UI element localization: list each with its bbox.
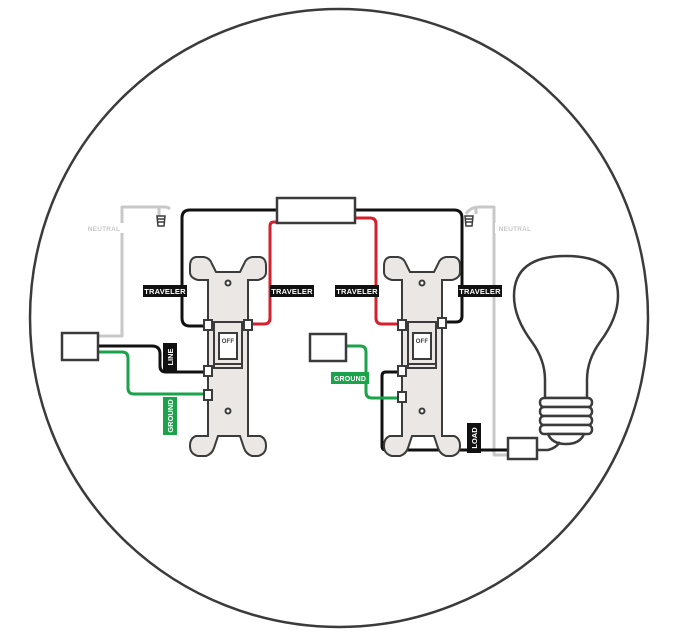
switch-right-screw-tl [397,319,407,331]
neutral-right-tag: NEUTRAL [495,223,535,233]
switch-left-off-label: OFF [222,339,235,345]
bulb-base-ring-1 [538,396,594,409]
bulb-base-tip [546,432,586,446]
switch-right [382,256,462,457]
bulb-base-ring-2 [538,405,594,418]
traveler-tag-3: TRAVELER [335,285,379,297]
ground-left-label: GROUND [166,399,175,433]
switch-left [188,256,268,457]
switch-left-screw-tl [203,319,213,331]
traveler-label-4: TRAVELER [459,287,501,296]
traveler-label-1: TRAVELER [144,287,186,296]
switch-left-toggle [218,332,238,360]
switch-right-screw-bl [397,365,407,377]
switch-right-off-label: OFF [416,339,429,345]
wire-nut-left [156,215,166,227]
traveler-label-3: TRAVELER [336,287,378,296]
switch-left-mount-screw-top [224,279,232,287]
wire-nut-right [464,215,474,227]
traveler-tag-4: TRAVELER [458,285,502,297]
traveler-red-wires [248,216,400,326]
traveler-tag-2: TRAVELER [270,285,314,297]
switch-left-screw-bl [203,365,213,377]
line-tag: LINE [163,343,177,371]
switch-right-toggle [412,332,432,360]
bulb-base-ring-3 [538,414,594,427]
load-label: LOAD [470,427,479,449]
diagram-boundary-circle [28,7,650,629]
ground-right-tag: GROUND [331,372,369,384]
switch-left-screw-tr [243,319,253,331]
load-tag: LOAD [467,423,481,453]
switch-right-mount-screw-bottom [418,407,426,415]
bulb-to-load-wire [537,441,562,452]
neutral-left-label: NEUTRAL [88,226,120,233]
load-box [506,436,539,461]
ground-left-tag: GROUND [163,397,177,435]
bulb-base-ring-4 [538,423,594,436]
light-bulb [512,254,620,446]
switch-right-screw-tr [437,317,447,329]
electrical-box-left [60,331,100,362]
junction-box-top [275,196,357,225]
switch-left-screw-ground [203,389,213,401]
traveler-label-2: TRAVELER [271,287,313,296]
switch-right-screw-ground [397,391,407,403]
traveler-tag-1: TRAVELER [143,285,187,297]
ground-right-label: GROUND [334,376,366,383]
switch-left-mount-screw-bottom [224,407,232,415]
line-label: LINE [166,348,175,365]
switch-right-mount-screw-top [418,279,426,287]
electrical-box-right [308,332,348,363]
neutral-wires [98,205,508,457]
neutral-right-label: NEUTRAL [499,226,531,233]
neutral-left-tag: NEUTRAL [84,223,124,233]
